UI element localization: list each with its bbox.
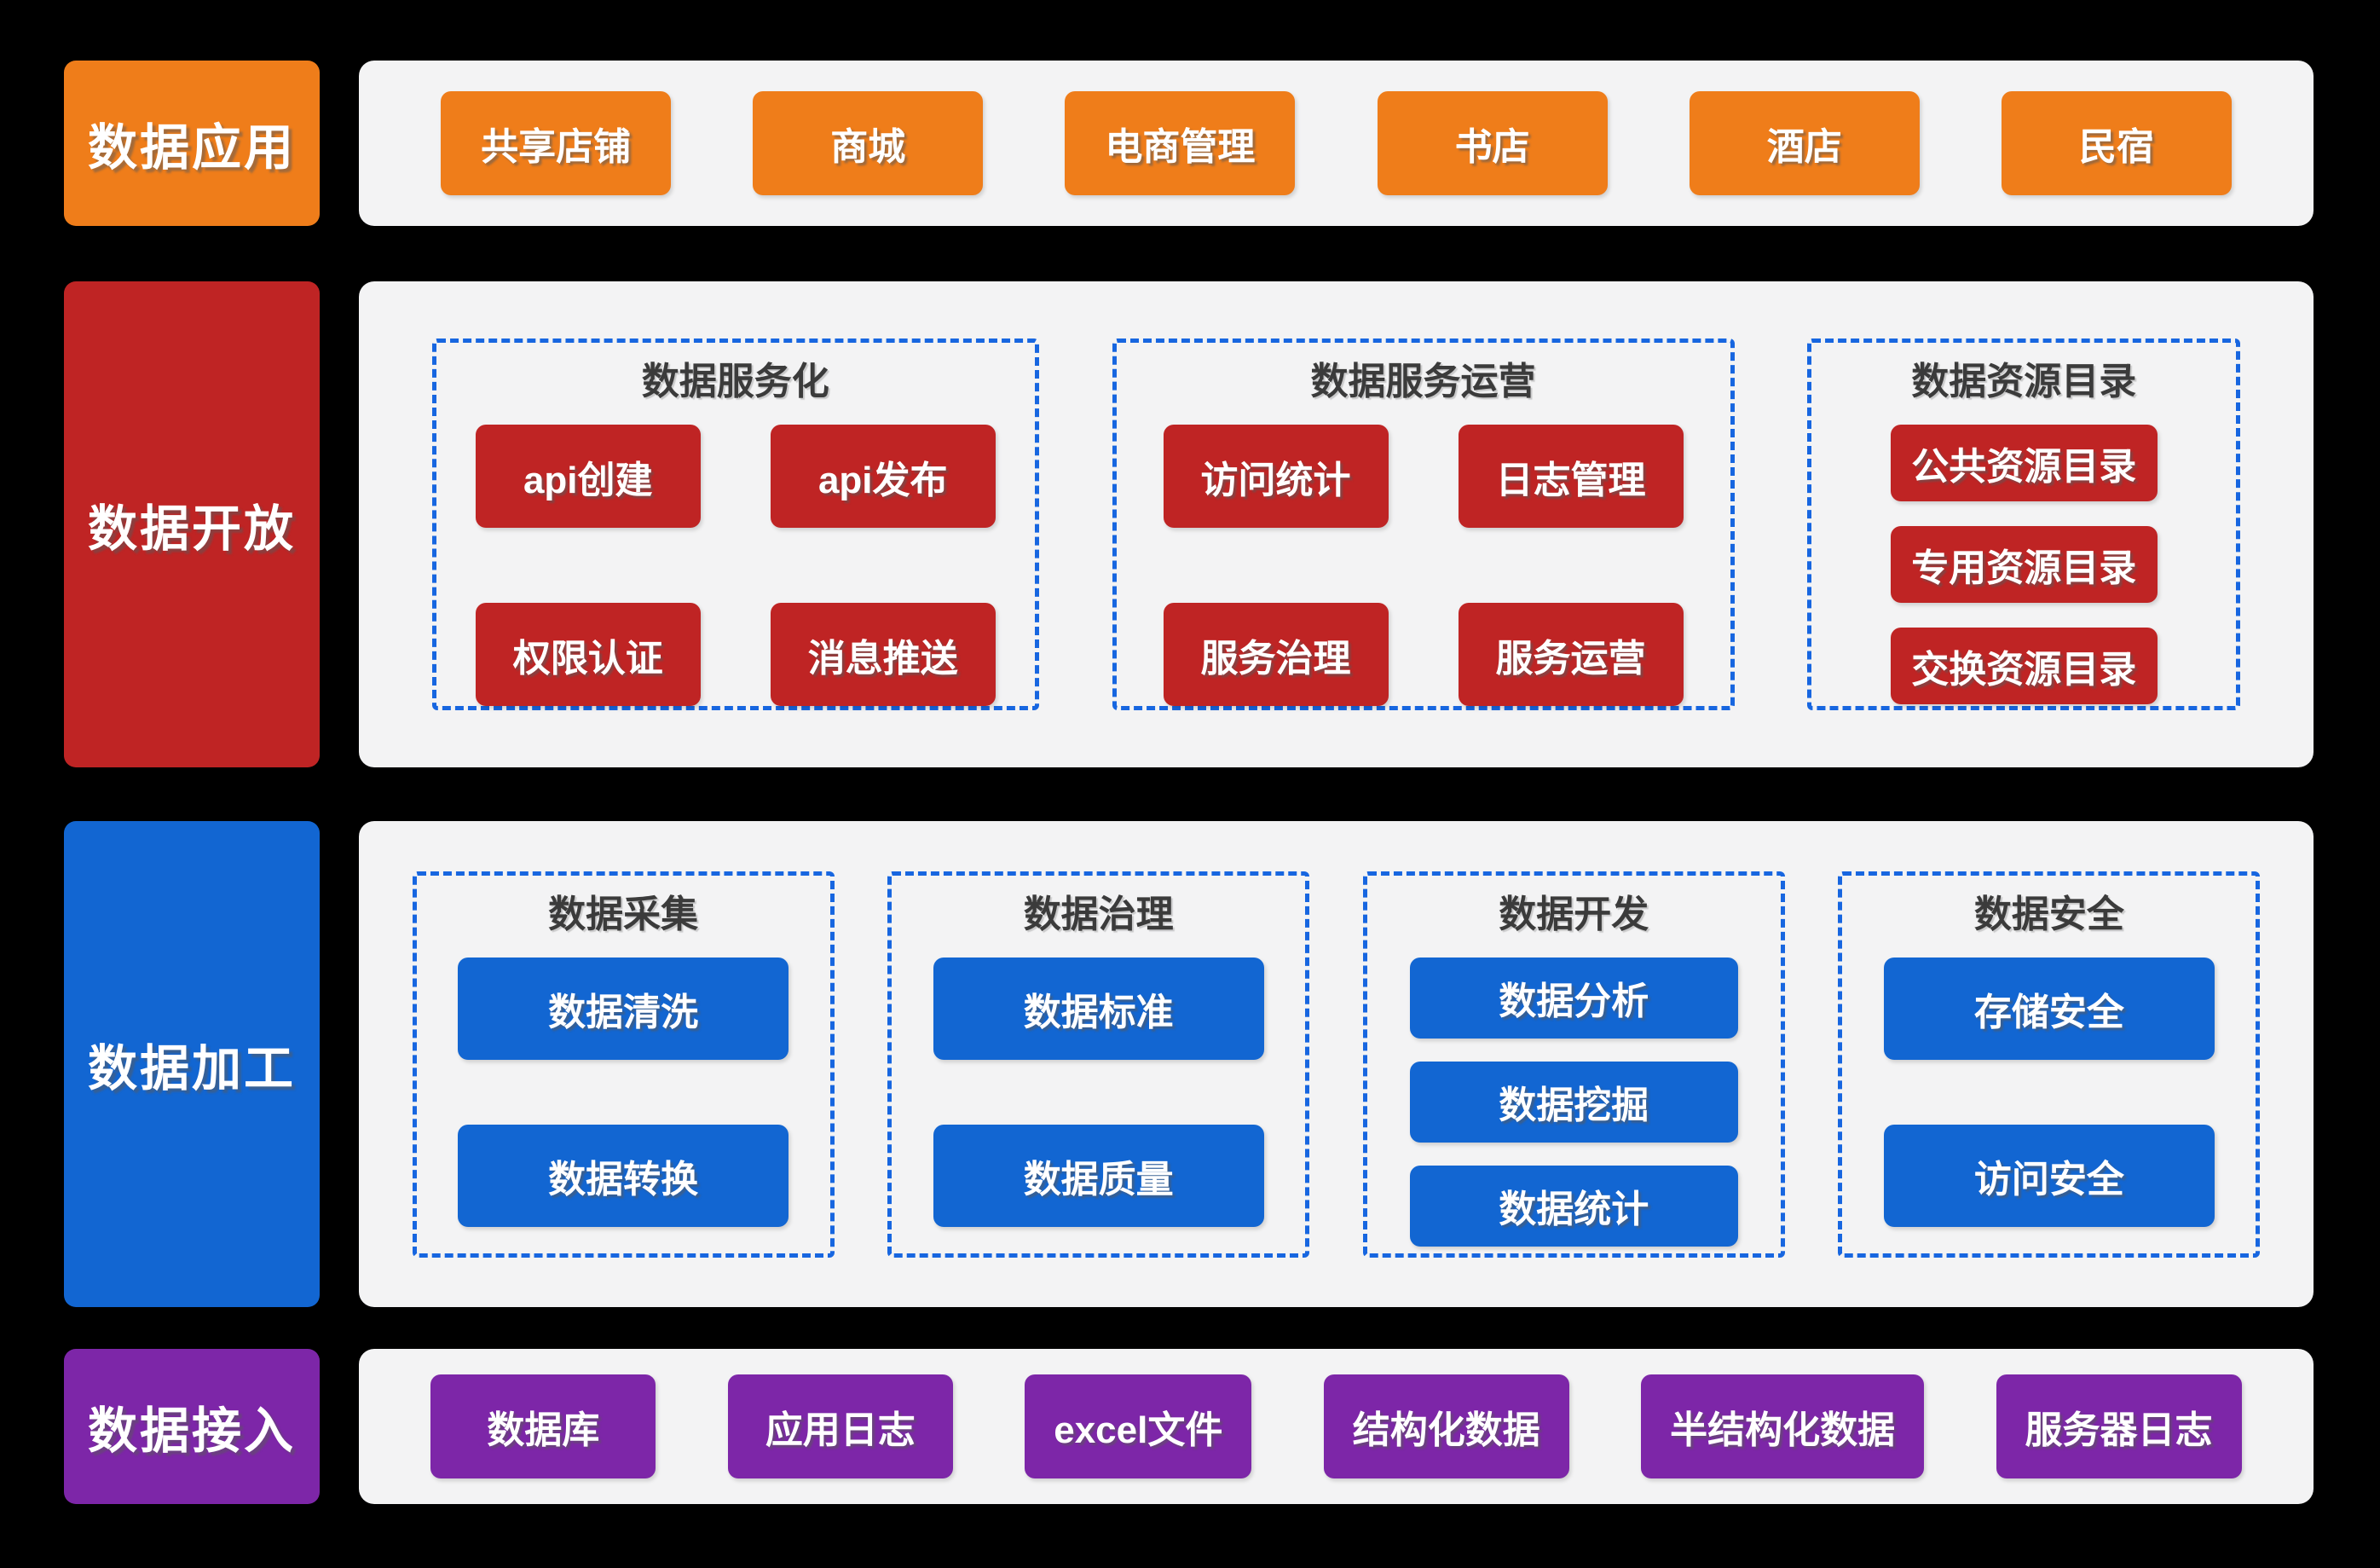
node-data-statistics: 数据统计 <box>1409 1165 1738 1247</box>
node-mall: 商城 <box>753 91 984 195</box>
node-data-transform: 数据转换 <box>458 1124 789 1227</box>
node-semi-structured-data: 半结构化数据 <box>1641 1374 1925 1478</box>
node-hotel: 酒店 <box>1689 91 1920 195</box>
group-title: 数据治理 <box>1023 893 1174 935</box>
node-visit-statistics: 访问统计 <box>1163 425 1389 528</box>
group-title: 数据安全 <box>1973 893 2124 935</box>
layer-label-data-open: 数据开放 <box>64 281 320 767</box>
group-data-service-operation: 数据服务运营 访问统计 日志管理 服务治理 服务运营 <box>1112 338 1735 710</box>
node-bookstore: 书店 <box>1377 91 1608 195</box>
layer-strip-data-open: 数据服务化 api创建 api发布 权限认证 消息推送 数据服务运营 访问统计 … <box>359 281 2314 767</box>
group-data-development: 数据开发 数据分析 数据挖掘 数据统计 <box>1362 871 1785 1258</box>
node-dedicated-resource-catalog: 专用资源目录 <box>1890 526 2158 603</box>
group-data-servicification: 数据服务化 api创建 api发布 权限认证 消息推送 <box>431 338 1039 710</box>
group-title: 数据资源目录 <box>1911 361 2137 402</box>
group-column: 数据标准 数据质量 <box>933 957 1264 1227</box>
layer-label-data-processing: 数据加工 <box>64 821 320 1307</box>
node-data-analysis: 数据分析 <box>1409 957 1738 1039</box>
group-title: 数据服务化 <box>641 361 829 402</box>
node-exchange-resource-catalog: 交换资源目录 <box>1890 628 2158 704</box>
node-homestay: 民宿 <box>2001 91 2232 195</box>
group-grid: api创建 api发布 权限认证 消息推送 <box>475 425 996 706</box>
group-column: 存储安全 访问安全 <box>1883 957 2215 1227</box>
node-database: 数据库 <box>430 1374 656 1478</box>
group-data-security: 数据安全 存储安全 访问安全 <box>1838 871 2261 1258</box>
layer-strip-data-processing: 数据采集 数据清洗 数据转换 数据治理 数据标准 数据质量 数据开发 数据分析 … <box>359 821 2314 1307</box>
node-api-create: api创建 <box>475 425 701 528</box>
layer-strip-data-application: 共享店铺 商城 电商管理 书店 酒店 民宿 <box>359 61 2314 226</box>
group-title: 数据服务运营 <box>1310 361 1536 402</box>
node-storage-security: 存储安全 <box>1883 957 2215 1060</box>
node-public-resource-catalog: 公共资源目录 <box>1890 425 2158 501</box>
node-data-mining: 数据挖掘 <box>1409 1061 1738 1143</box>
group-data-governance: 数据治理 数据标准 数据质量 <box>887 871 1310 1258</box>
node-service-governance: 服务治理 <box>1163 603 1389 706</box>
layer-row-data-processing: 数据加工 数据采集 数据清洗 数据转换 数据治理 数据标准 数据质量 数据开发 <box>64 821 2314 1307</box>
layer-row-data-application: 数据应用 共享店铺 商城 电商管理 书店 酒店 民宿 <box>64 61 2314 226</box>
layer-strip-data-access: 数据库 应用日志 excel文件 结构化数据 半结构化数据 服务器日志 <box>359 1349 2314 1504</box>
node-message-push: 消息推送 <box>770 603 996 706</box>
group-grid: 访问统计 日志管理 服务治理 服务运营 <box>1163 425 1684 706</box>
group-title: 数据采集 <box>548 893 699 935</box>
node-server-log: 服务器日志 <box>1996 1374 2242 1478</box>
layer-label-data-access: 数据接入 <box>64 1349 320 1504</box>
node-structured-data: 结构化数据 <box>1323 1374 1569 1478</box>
node-data-cleaning: 数据清洗 <box>458 957 789 1060</box>
node-data-quality: 数据质量 <box>933 1124 1264 1227</box>
node-log-management: 日志管理 <box>1458 425 1684 528</box>
group-title: 数据开发 <box>1499 893 1649 935</box>
node-permission-auth: 权限认证 <box>475 603 701 706</box>
group-column: 公共资源目录 专用资源目录 交换资源目录 <box>1890 425 2158 704</box>
layer-row-data-open: 数据开放 数据服务化 api创建 api发布 权限认证 消息推送 数据服务运营 … <box>64 281 2314 767</box>
node-service-operation: 服务运营 <box>1458 603 1684 706</box>
node-excel-file: excel文件 <box>1025 1374 1252 1478</box>
node-access-security: 访问安全 <box>1883 1124 2215 1227</box>
node-app-log: 应用日志 <box>727 1374 953 1478</box>
layer-label-data-application: 数据应用 <box>64 61 320 226</box>
group-column: 数据清洗 数据转换 <box>458 957 789 1227</box>
group-column: 数据分析 数据挖掘 数据统计 <box>1409 957 1738 1247</box>
layer-row-data-access: 数据接入 数据库 应用日志 excel文件 结构化数据 半结构化数据 服务器日志 <box>64 1349 2314 1504</box>
node-api-publish: api发布 <box>770 425 996 528</box>
group-data-resource-catalog: 数据资源目录 公共资源目录 专用资源目录 交换资源目录 <box>1807 338 2241 710</box>
node-data-standard: 数据标准 <box>933 957 1264 1060</box>
node-shared-store: 共享店铺 <box>441 91 672 195</box>
node-ecommerce-management: 电商管理 <box>1065 91 1296 195</box>
group-data-collection: 数据采集 数据清洗 数据转换 <box>412 871 835 1258</box>
